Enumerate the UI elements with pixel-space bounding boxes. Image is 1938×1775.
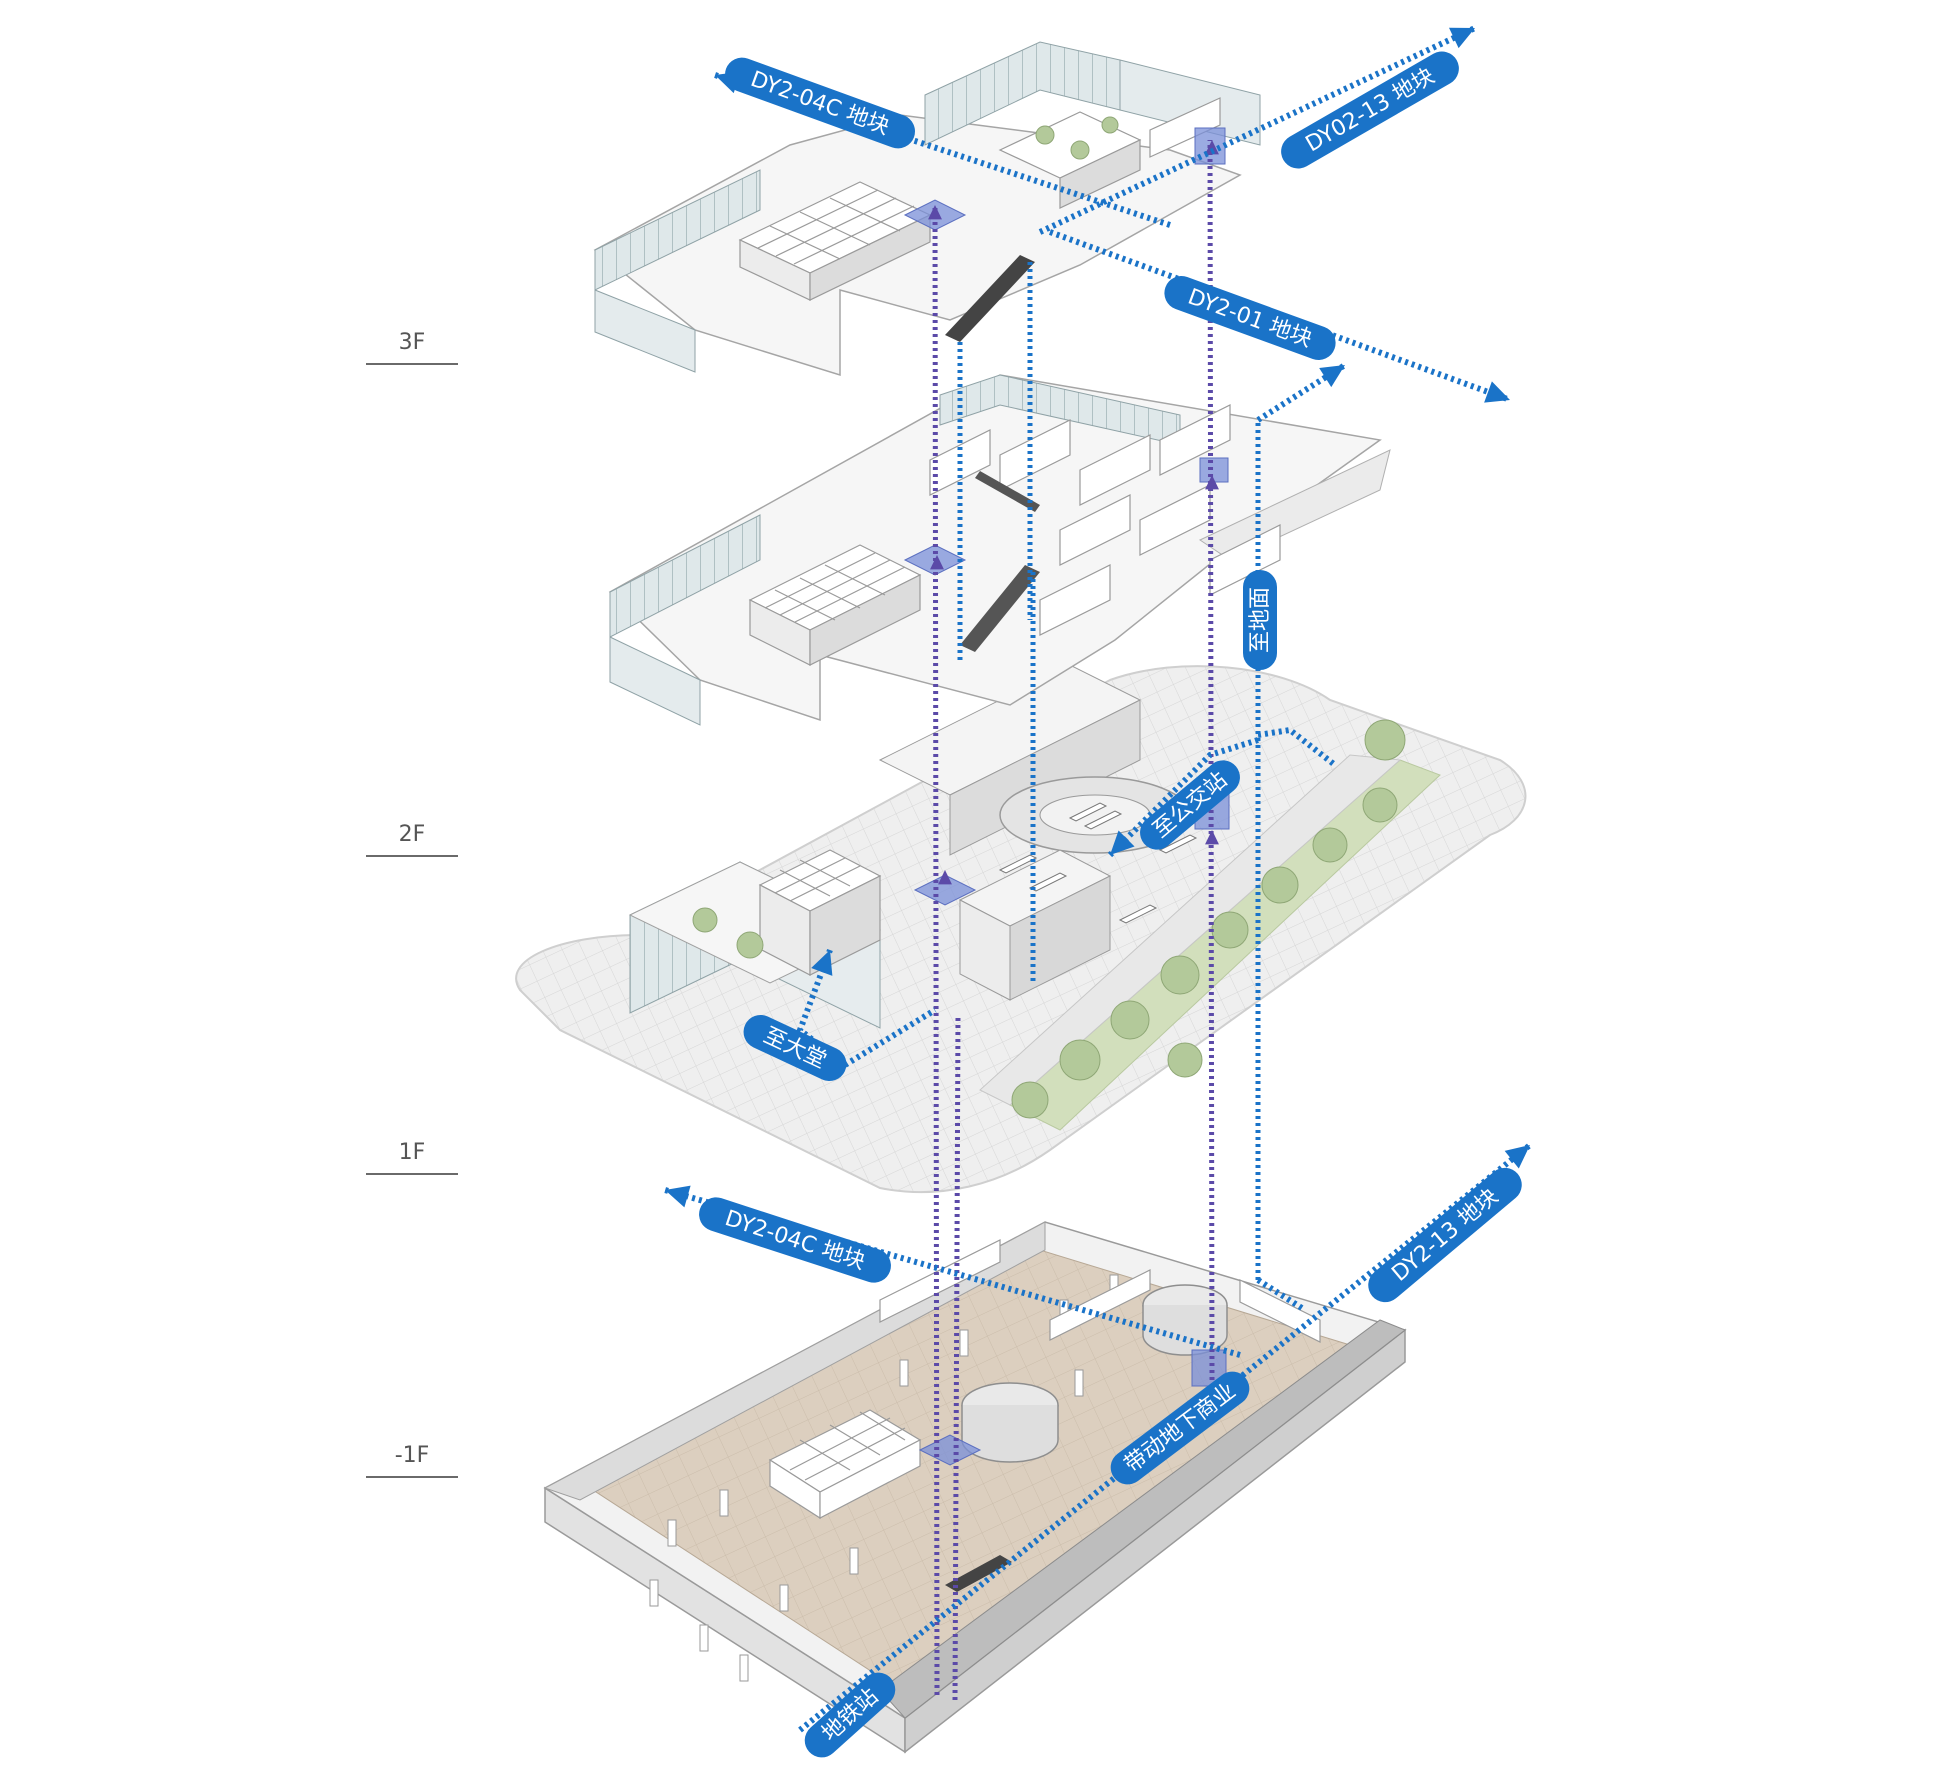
floor-label-3f: 3F <box>366 330 458 365</box>
route-arrow-4 <box>1319 365 1345 388</box>
vertical-arrow-5 <box>1205 475 1219 490</box>
route-line-7 <box>796 948 847 1068</box>
third-floor-glass-tower-side <box>1119 59 1261 146</box>
route-tag-pill <box>804 1672 896 1758</box>
second-floor-escalators <box>960 471 1040 652</box>
vertical-arrow-1 <box>928 205 942 220</box>
route-arrow-2 <box>1449 27 1475 49</box>
floor-label-2f: 2F <box>366 822 458 857</box>
second-floor-rooms <box>929 404 1281 636</box>
vertical-circulation-lines <box>928 139 1261 1701</box>
third-floor-office-grid <box>738 181 932 301</box>
route-tag-pill <box>1110 1371 1250 1485</box>
route-tag-pill <box>1243 570 1277 670</box>
floor-label-b1: -1F <box>366 1443 458 1478</box>
basement-escalator <box>945 1555 1012 1592</box>
vertical-link-1 <box>932 204 940 1696</box>
second-floor-glass-curtain-front <box>609 636 701 726</box>
third-floor-trees <box>1035 116 1119 160</box>
ground-trees <box>692 719 1406 1119</box>
basement-floor-slab <box>543 1221 1407 1754</box>
route-line-11 <box>1256 1277 1307 1313</box>
route-arrow-5 <box>1110 830 1135 855</box>
ground-buses <box>998 802 1198 924</box>
route-tag-pill <box>1368 1167 1522 1303</box>
third-floor-glass-front <box>594 289 696 373</box>
second-floor-glass-curtain <box>609 514 761 638</box>
vertical-arrow-3 <box>938 870 952 885</box>
route-tag-pill <box>1164 276 1336 360</box>
route-tag-dy2-01: DY2-01 地块 <box>1164 276 1336 360</box>
vertical-arrow-2 <box>930 555 944 570</box>
route-arrow-9 <box>665 1185 691 1208</box>
route-tag-dy2-04c-bottom: DY2-04C 地块 <box>699 1197 891 1283</box>
route-tag-dy2-13-bottom: DY2-13 地块 <box>1368 1167 1522 1303</box>
route-line-3 <box>1048 229 1512 403</box>
third-floor-slab <box>593 41 1261 377</box>
route-arrow-10 <box>1504 1145 1530 1169</box>
ground-floor-site <box>515 664 1527 1194</box>
ground-core-blocks <box>758 849 882 976</box>
route-line-6 <box>1257 726 1337 768</box>
route-tag-pill <box>725 57 915 149</box>
route-arrow-3 <box>1484 381 1510 403</box>
route-tag-pill <box>1140 760 1240 850</box>
route-tag-pill <box>743 1014 847 1082</box>
vertical-arrow-4 <box>1205 140 1219 155</box>
vertical-link-2 <box>952 1014 961 1701</box>
third-floor-glass-left <box>594 169 761 291</box>
basement-wall-segments <box>879 1239 1321 1343</box>
route-line-2 <box>1038 25 1477 235</box>
second-floor-office-grid <box>748 544 922 666</box>
floor-label-1f: 1F <box>366 1140 458 1175</box>
ground-road <box>979 754 1402 1106</box>
route-tag-text: DY2-13 地块 <box>1387 1184 1503 1287</box>
route-tag-dy02-13-top: DY02-13 地块 <box>1281 51 1459 169</box>
route-line-10 <box>798 1142 1532 1733</box>
route-tag-to-ground: 至地面 <box>1243 570 1277 670</box>
basement-platform-strip <box>879 1319 1406 1719</box>
vertical-arrow-6 <box>1205 830 1219 845</box>
route-tag-pill <box>1281 51 1459 169</box>
route-tag-pill <box>699 1197 891 1283</box>
second-floor-terrace <box>1198 449 1391 561</box>
route-tag-text: 至地面 <box>1248 587 1273 653</box>
route-arrow-7 <box>811 950 833 976</box>
route-line-5 <box>1107 737 1259 858</box>
second-floor-slab <box>608 374 1391 726</box>
basement-shop-block <box>768 1409 922 1520</box>
third-floor-escalator <box>945 255 1035 342</box>
